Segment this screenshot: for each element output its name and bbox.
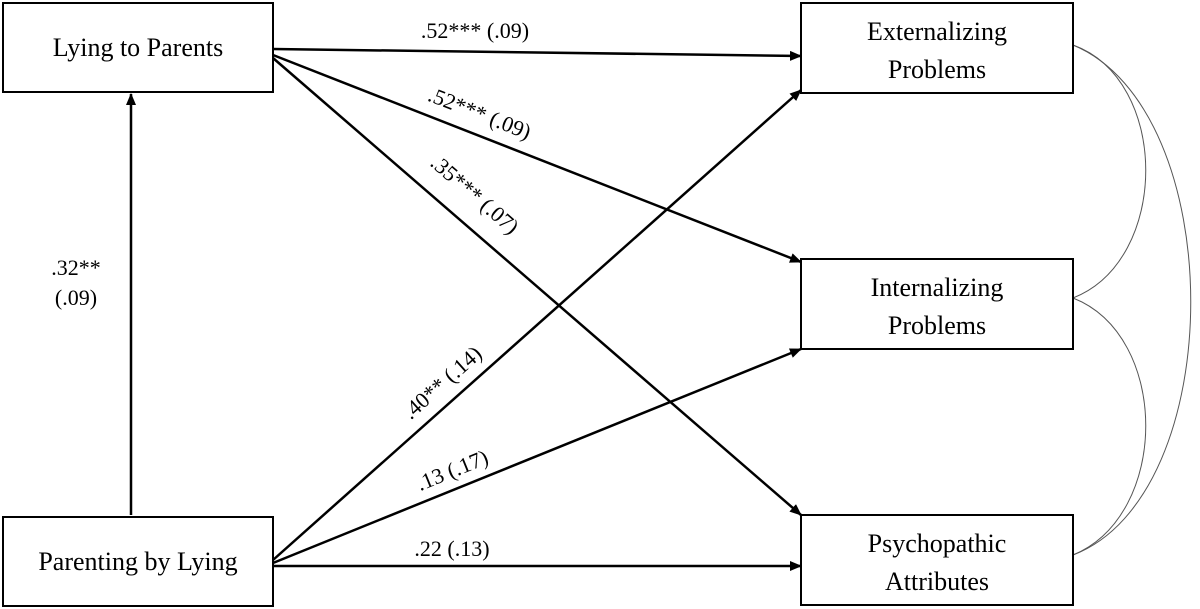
node-parenting-by-lying-box [2,516,274,607]
coef-pbl-to-ltp-line2: (.09) [55,285,97,310]
correlation-int-psy [1072,297,1147,556]
node-psychopathic-label-line2: Attributes [885,567,989,596]
arrow-ltp-to-int [272,53,802,264]
node-psychopathic-box [800,514,1074,606]
node-internalizing-label-line2: Problems [888,311,986,340]
node-lying-to-parents-box [2,2,274,93]
node-externalizing-label-line2: Problems [888,55,986,84]
arrow-ltp-to-ext [272,47,802,61]
coef-pbl-to-psy: .22 (.13) [414,536,489,561]
node-internalizing-box [800,258,1074,350]
correlation-ext-psy [1072,44,1192,556]
arrow-pbl-to-ext [272,89,802,561]
coef-ltp-to-ext: .52*** (.09) [421,18,529,43]
arrow-pbl-to-int [272,347,802,565]
coef-ltp-to-psy: .35*** (.07) [426,150,524,240]
coef-pbl-to-ltp-line1: .32** [51,255,101,280]
node-externalizing-box [800,2,1074,94]
arrow-ltp-to-psy [272,57,802,516]
correlation-ext-int [1072,44,1147,299]
coef-pbl-to-int: .13 (.17) [413,444,492,495]
node-externalizing-label-line1: Externalizing [867,17,1007,46]
node-lying-to-parents-label: Lying to Parents [53,33,223,62]
node-internalizing-label-line1: Internalizing [871,273,1004,302]
node-psychopathic-label-line1: Psychopathic [868,529,1007,558]
node-parenting-by-lying-label: Parenting by Lying [38,547,237,576]
